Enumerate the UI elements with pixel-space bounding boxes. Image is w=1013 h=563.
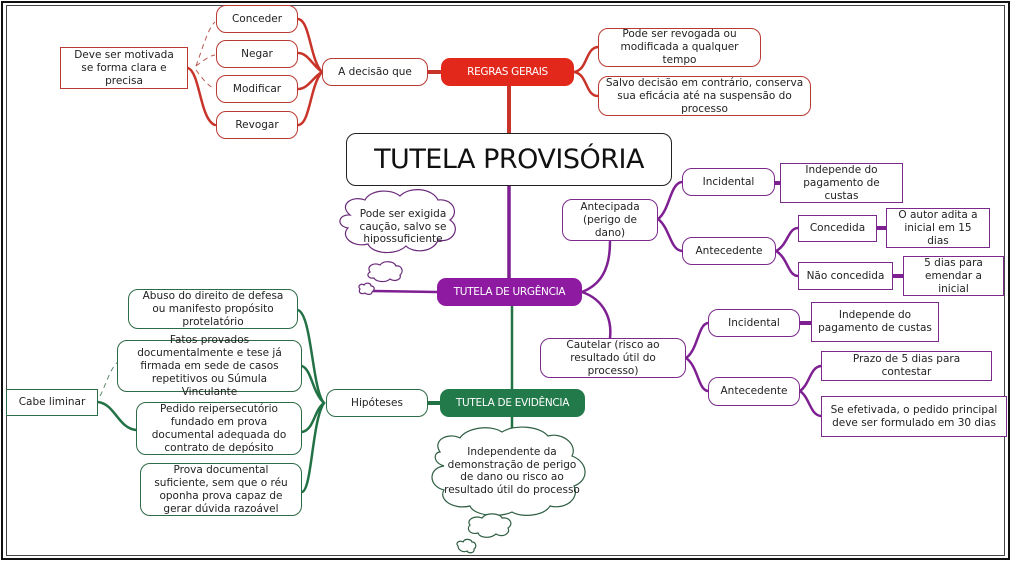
note-motivada[interactable]: Deve ser motivada se forma clara e preci… — [60, 47, 188, 89]
node-conserva-eficacia[interactable]: Salvo decisão em contrário, conserva sua… — [598, 76, 811, 116]
link-antecedente1-concedida — [774, 226, 800, 253]
dashed-note-modificar — [195, 69, 216, 90]
note-cautelar-incidental[interactable]: Independe do pagamento de custas — [811, 302, 939, 342]
link-regras-right2 — [572, 70, 600, 98]
node-antecipada-antecedente[interactable]: Antecedente — [682, 237, 776, 265]
dashed-note-negar — [195, 54, 216, 67]
hub-tutela-urgencia[interactable]: TUTELA DE URGÊNCIA — [437, 278, 582, 306]
node-cautelar-incidental[interactable]: Incidental — [708, 309, 800, 337]
cloud-urgencia-puff2 — [358, 282, 375, 295]
link-note-revogar — [186, 66, 217, 127]
link-decisao-negar — [296, 51, 324, 74]
cloud-urgencia-puff1 — [367, 261, 403, 283]
hipotese-abuso-direito[interactable]: Abuso do direito de defesa ou manifesto … — [128, 289, 298, 329]
hipotese-prova-documental[interactable]: Prova documental suficiente, sem que o r… — [140, 463, 302, 516]
node-revogar[interactable]: Revogar — [216, 111, 298, 139]
link-regras-right1 — [572, 45, 600, 74]
dashed-note-conceder — [195, 21, 216, 67]
link-urgencia-cautelar — [580, 290, 612, 340]
cloud-evidencia-puff2 — [456, 538, 477, 554]
hipotese-pedido-reipersecutorio[interactable]: Pedido reipersecutório fundado em prova … — [136, 402, 302, 455]
cloud-evidencia-puff1 — [467, 513, 512, 538]
link-antecipada-incidental — [656, 180, 684, 221]
link-antecedente1-naoconcedida — [774, 249, 800, 278]
link-urgencia-antecipada — [580, 240, 612, 294]
node-cautelar[interactable]: Cautelar (risco ao resultado útil do pro… — [540, 338, 686, 378]
link-decisao-conceder — [296, 17, 324, 74]
inner-frame — [6, 5, 1005, 556]
node-concedida[interactable]: Concedida — [798, 215, 877, 242]
link-note-item3 — [96, 400, 138, 432]
node-cautelar-antecedente[interactable]: Antecedente — [708, 377, 800, 406]
note-prazo-contestar[interactable]: Prazo de 5 dias para contestar — [821, 351, 992, 381]
node-antecipada[interactable]: Antecipada (perigo de dano) — [562, 199, 658, 241]
link-hipoteses-item2 — [300, 364, 326, 405]
dashed-note-item2 — [99, 361, 119, 397]
hub-tutela-evidencia[interactable]: TUTELA DE EVIDÊNCIA — [440, 389, 585, 417]
root-title[interactable]: TUTELA PROVISÓRIA — [346, 133, 672, 186]
link-antecipada-antecedente — [656, 217, 684, 253]
node-revogada-qualquer-tempo[interactable]: Pode ser revogada ou modificada a qualqu… — [598, 28, 761, 67]
link-cautelar-incidental — [684, 321, 710, 360]
node-a-decisao-que[interactable]: A decisão que — [322, 58, 428, 86]
link-hipoteses-item4 — [300, 401, 326, 494]
cloud-caucao-text: Pode ser exigida caução, salvo se hiposs… — [359, 208, 447, 245]
node-hipoteses[interactable]: Hipóteses — [326, 389, 428, 417]
link-antecedente2-note2 — [798, 389, 823, 418]
node-conceder[interactable]: Conceder — [216, 5, 298, 33]
note-nao-concedida[interactable]: 5 dias para emendar a inicial — [903, 256, 1004, 296]
note-antecipada-incidental[interactable]: Independe do pagamento de custas — [780, 163, 903, 203]
node-modificar[interactable]: Modificar — [216, 75, 298, 103]
note-concedida[interactable]: O autor adita a inicial em 15 dias — [886, 208, 990, 248]
link-urgencia-cloud — [370, 289, 439, 294]
node-negar[interactable]: Negar — [216, 40, 298, 68]
note-pedido-principal[interactable]: Se efetivada, o pedido principal deve se… — [821, 396, 1007, 437]
cloud-urgencia-shape — [339, 189, 456, 254]
cloud-independente-text: Independente da demonstração de perigo d… — [444, 446, 580, 496]
cloud-evidencia-shape — [431, 426, 586, 516]
node-nao-concedida[interactable]: Não concedida — [798, 262, 893, 290]
note-cabe-liminar[interactable]: Cabe liminar — [6, 389, 98, 416]
hub-regras-gerais[interactable]: REGRAS GERAIS — [441, 58, 574, 86]
node-antecipada-incidental[interactable]: Incidental — [682, 168, 775, 196]
link-decisao-revogar — [296, 70, 324, 127]
hipotese-fatos-provados[interactable]: Fatos provados documentalmente e tese já… — [117, 334, 302, 398]
link-antecedente2-note1 — [798, 364, 823, 393]
link-cautelar-antecedente — [684, 356, 710, 393]
